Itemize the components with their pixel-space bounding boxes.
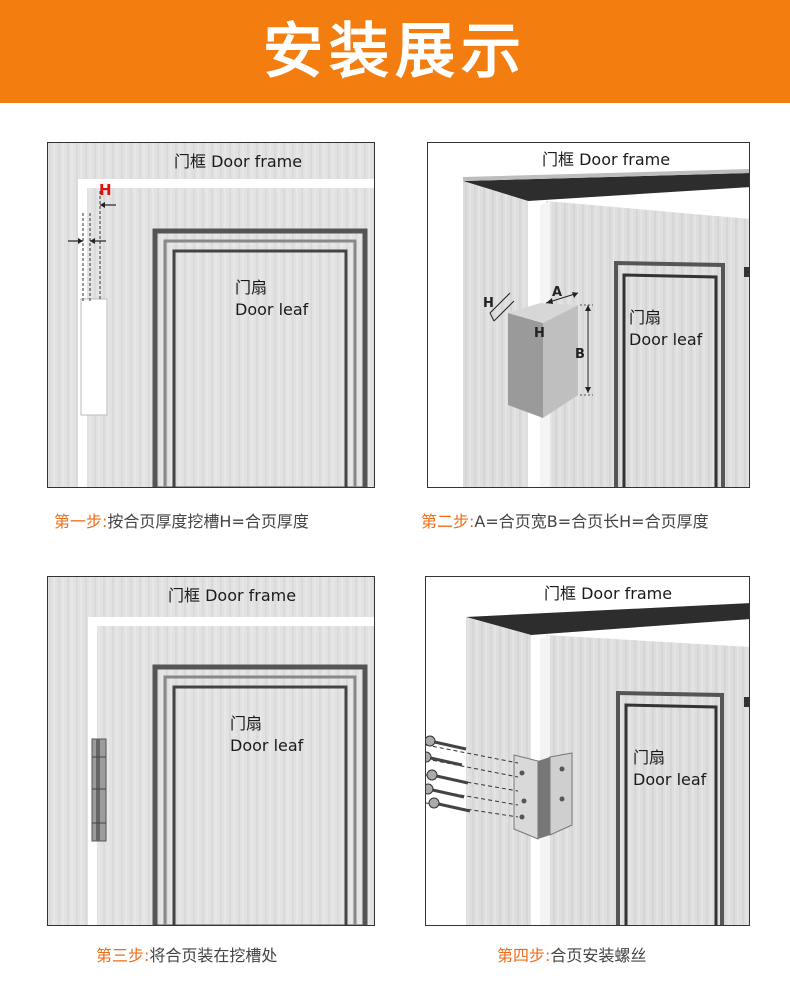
door-frame-label: 门框 Door frame — [168, 586, 297, 605]
door-leaf-label-en: Door leaf — [633, 770, 707, 789]
step-4-text: 合页安装螺丝 — [550, 946, 647, 965]
step-2-illustration: 门框 Door frame 门扇 Door leaf H A H B — [427, 142, 750, 488]
step-4-caption: 第四步:合页安装螺丝 — [497, 945, 646, 967]
door-leaf-label-cn: 门扇 — [629, 308, 662, 327]
door-leaf-label-cn: 门扇 — [230, 714, 263, 733]
door-leaf-label-en: Door leaf — [230, 736, 304, 755]
door-frame-label: 门框 Door frame — [544, 584, 673, 603]
step-3-number: 第三步: — [96, 946, 150, 965]
door-front-view-drawing — [48, 577, 374, 925]
door-leaf-label-en: Door leaf — [629, 330, 703, 349]
step-1-text: 按合页厚度挖槽H=合页厚度 — [107, 512, 309, 531]
door-leaf-label-cn: 门扇 — [633, 748, 666, 767]
step-3-illustration: 门框 Door frame 门扇 Door leaf — [47, 576, 375, 926]
door-frame-label: 门框 Door frame — [174, 152, 303, 171]
step-1-caption: 第一步:按合页厚度挖槽H=合页厚度 — [54, 511, 309, 533]
dimension-b-mark: B — [575, 347, 585, 362]
door-perspective-drawing — [428, 143, 749, 487]
step-1-number: 第一步: — [54, 512, 108, 531]
door-front-view-drawing — [48, 143, 374, 487]
step-1-illustration: 门框 Door frame 门扇 Door leaf H — [47, 142, 375, 488]
step-3-text: 将合页装在挖槽处 — [149, 946, 278, 965]
door-leaf-label-en: Door leaf — [235, 300, 309, 319]
step-4-number: 第四步: — [497, 946, 551, 965]
step-3-caption: 第三步:将合页装在挖槽处 — [96, 945, 277, 967]
door-frame-label: 门框 Door frame — [542, 150, 671, 169]
door-perspective-drawing — [426, 577, 749, 925]
step-2-caption: 第二步:A=合页宽B=合页长H=合页厚度 — [421, 511, 709, 533]
step-2-number: 第二步: — [421, 512, 475, 531]
dimension-a-mark: A — [552, 285, 563, 300]
dimension-h-mark-left: H — [483, 296, 494, 311]
step-2-text: A=合页宽B=合页长H=合页厚度 — [474, 512, 709, 531]
dimension-h-mark: H — [99, 181, 112, 199]
door-leaf-label-cn: 门扇 — [235, 278, 268, 297]
page-title: 安装展示 — [263, 16, 527, 87]
dimension-h-mark-center: H — [534, 326, 545, 341]
step-4-illustration: 门框 Door frame 门扇 Door leaf — [425, 576, 750, 926]
header-banner: 安装展示 — [0, 0, 790, 103]
